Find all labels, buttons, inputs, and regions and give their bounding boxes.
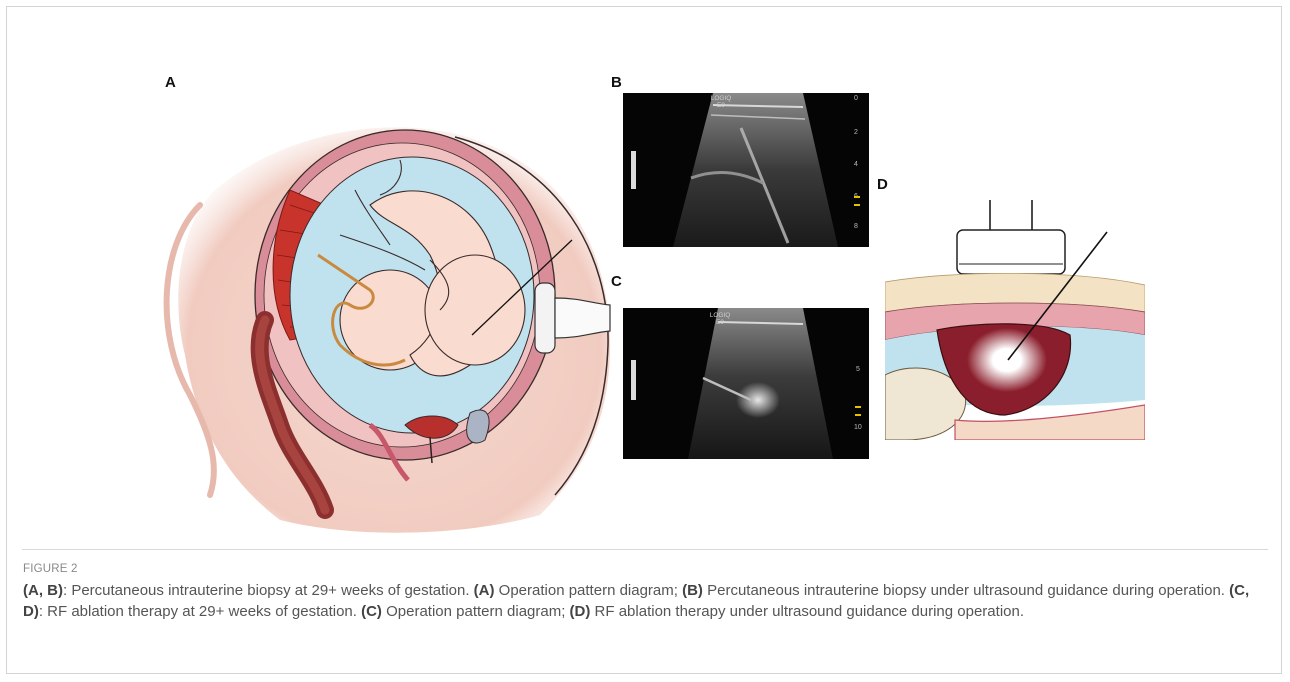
ultrasound-b-depth-0: 0 (854, 95, 858, 102)
ultrasound-c-model: E9 (705, 319, 735, 326)
caption-ref-d: (D) (570, 603, 591, 620)
ultrasound-b-model: E9 (706, 102, 736, 109)
ultrasound-sector-b (623, 93, 869, 247)
panel-label-d: D (877, 176, 888, 193)
focus-marker-icon (854, 196, 860, 206)
caption-ref-c: (C) (361, 603, 382, 620)
caption-divider (22, 549, 1268, 550)
caption-ref-ab: (A, B) (23, 582, 63, 599)
ultrasound-c-brand: LOGIQ (705, 312, 735, 319)
caption-text-6: RF ablation therapy under ultrasound gui… (590, 603, 1024, 620)
caption-text-2: Operation pattern diagram; (495, 582, 683, 599)
ultrasound-sector-c (623, 308, 869, 459)
figure-label: FIGURE 2 (23, 563, 78, 575)
caption-text-1: : Percutaneous intrauterine biopsy at 29… (63, 582, 474, 599)
ultrasound-b-depth-2: 2 (854, 129, 858, 136)
figure-caption: (A, B): Percutaneous intrauterine biopsy… (23, 580, 1263, 622)
pubic-bone (467, 410, 489, 443)
ultrasound-image-b: LOGIQ E9 0 2 4 6 8 (623, 93, 869, 247)
uterus-illustration (140, 95, 640, 540)
ultrasound-c-depth-5: 5 (856, 366, 860, 373)
caption-text-3: Percutaneous intrauterine biopsy under u… (703, 582, 1229, 599)
caption-text-5: Operation pattern diagram; (382, 603, 570, 620)
panel-label-b: B (611, 74, 622, 91)
ultrasound-b-depth-8: 8 (854, 223, 858, 230)
rf-ablation-illustration (885, 200, 1145, 440)
caption-ref-a: (A) (474, 582, 495, 599)
focus-marker-icon (855, 406, 861, 416)
panel-label-a: A (165, 74, 176, 91)
ablation-zone (967, 328, 1047, 392)
ultrasound-image-c: LOGIQ E9 5 10 (623, 308, 869, 459)
ultrasound-c-depth-10: 10 (854, 424, 862, 431)
caption-ref-b: (B) (682, 582, 703, 599)
ultrasound-b-depth-4: 4 (854, 161, 858, 168)
ultrasound-b-brand: LOGIQ (706, 95, 736, 102)
caption-text-4: : RF ablation therapy at 29+ weeks of ge… (39, 603, 361, 620)
transducer (957, 230, 1065, 274)
